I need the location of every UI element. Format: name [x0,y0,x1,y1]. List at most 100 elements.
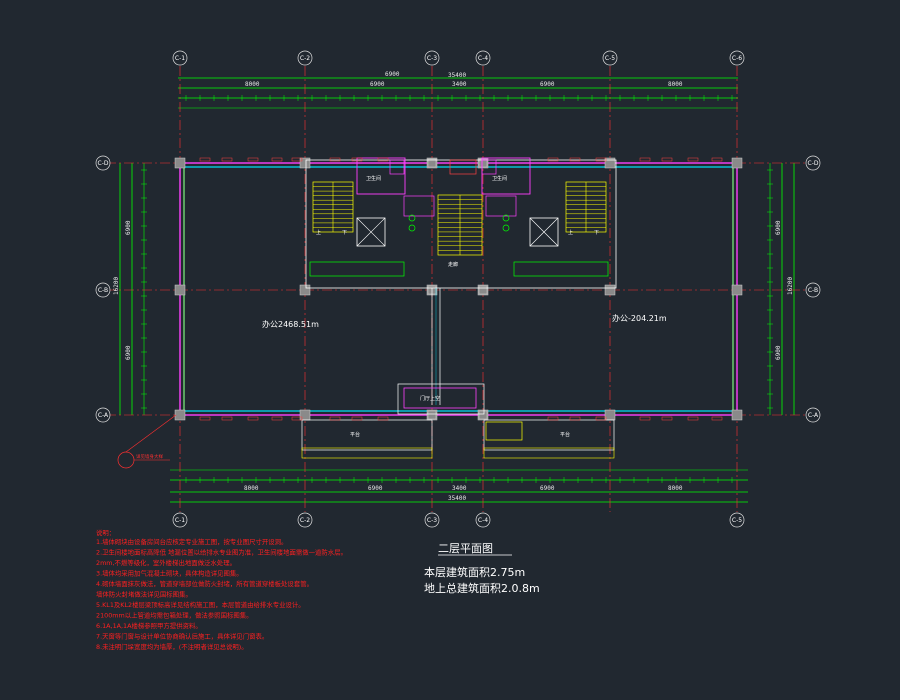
top-dimension-chain [178,77,738,109]
axis-top-2: C-3 [427,55,437,62]
window-tag [547,157,559,162]
bottom-dimension-chain [170,469,748,503]
column [174,409,186,421]
exterior-walls [179,162,738,416]
axis-top-0: C-1 [175,55,185,62]
lobby-label: 门厅上空 [420,395,440,402]
window-tag [569,416,581,421]
window-tag [329,157,341,162]
top-dim-1: 6900 [385,71,400,78]
axis-bottom-2-circle [424,512,440,528]
axis-top-1: C-2 [300,55,310,62]
top-dim-seg2: 3400 [452,81,467,88]
window-tag [247,157,259,162]
note-line: 3.墙体均采用加气混凝土砌块，具体构造详见图集。 [96,569,243,578]
column [174,157,186,169]
entrance-block [301,383,615,459]
axis-right-1: C-B [808,287,818,294]
drawing-title: 二层平面图 [438,542,493,555]
window-tag [547,416,559,421]
stair-left-down: 下 [342,230,347,236]
axis-grid-lines [106,66,806,512]
axis-bottom-4: C-5 [732,517,742,524]
note-line: 1.墙体砌块由设备房间台应核定专业施工图，按专业图尺寸开设洞。 [96,537,287,546]
window-tag [329,416,341,421]
window-tag [595,416,607,421]
window-tag [687,416,699,421]
note-line: 5.KL1及KL2楼层梁顶标高详见结构施工图，本层管道由给排水专业设计。 [96,600,305,609]
notes-heading: 说明： [96,528,115,537]
window-tag [661,157,673,162]
core-block [305,157,617,405]
axis-left-0: C-D [98,160,109,167]
window-tag [271,157,283,162]
axis-top-5: C-6 [732,55,742,62]
top-dim-seg3: 6900 [540,81,555,88]
axis-bottom-2: C-3 [427,517,437,524]
axis-right-0-circle [805,155,821,171]
window-tag [377,157,389,162]
bottom-dim-seg2: 3400 [452,485,467,492]
axis-top-4-circle [602,50,618,66]
floor-area-text: 本层建筑面积2.75m [424,565,525,579]
window-tag [377,416,389,421]
axis-top-5-circle [729,50,745,66]
left-dim-total: 16200 [113,277,120,295]
bottom-dim-seg4: 8000 [668,485,683,492]
note-line: 2mm,不燃等级化，室外楼梯出地面做泛水处理。 [96,558,236,567]
note-line: 2.卫生间楼地面标高降低 地漏位置以给排水专业图为准，卫生间楼地面需做一道防水层… [96,548,347,557]
toilet-right-label: 卫生间 [492,175,507,182]
window-tag [291,416,303,421]
axis-top-1-circle [297,50,313,66]
note-line: 8.未注明门垛宽度均为墙厚，(不注明者详见总说明)。 [96,642,248,651]
total-area-text: 地上总建筑面积2.0.8m [424,581,540,595]
axis-top-3: C-4 [478,55,488,62]
column [427,158,437,168]
window-tag [247,416,259,421]
right-office-area: 办公-204.21m [612,313,667,323]
window-tag [711,416,723,421]
right-dim-total: 16200 [787,277,794,295]
window-tag [351,157,363,162]
column [604,409,616,421]
right-dim-seg0: 6900 [775,220,782,235]
axis-left-1-circle [95,282,111,298]
axis-left-1: C-B [98,287,108,294]
top-dim-seg1: 6900 [370,81,385,88]
column [299,157,311,169]
axis-bottom-1: C-2 [300,517,310,524]
axis-top-4: C-5 [605,55,615,62]
axis-bottom-1-circle [297,512,313,528]
left-dim-seg1: 6900 [125,345,132,360]
column [731,284,743,296]
axis-bottom-0-circle [172,512,188,528]
notes-block: 1.墙体砌块由设备房间台应核定专业施工图，按专业图尺寸开设洞。 2.卫生间楼地面标… [96,537,347,651]
top-dim-0: 8000 [245,81,260,88]
window-tag [291,157,303,162]
column [604,284,616,296]
corridor-label: 走廊 [448,261,458,268]
column [478,285,488,295]
window-tag [221,157,233,162]
window-tag [221,416,233,421]
window-tag [687,157,699,162]
bottom-dim-seg3: 6900 [540,485,555,492]
right-dim-seg1: 6900 [775,345,782,360]
bottom-dim-total: 35400 [448,495,466,502]
axis-top-3-circle [475,50,491,66]
axis-left-2-circle [95,407,111,423]
axis-right-0: C-D [808,160,819,167]
window-tag [199,416,211,421]
note-line: 6.1A,1A,1A楼梯参照甲方提供资料。 [96,621,202,630]
window-tag [711,157,723,162]
note-line: 墙体防火封堵做法详见国标图集。 [96,590,192,599]
column [731,157,743,169]
window-tag [271,416,283,421]
axis-bottom-0: C-1 [175,517,185,524]
window-tag [639,157,651,162]
axis-bottom-3: C-4 [478,517,488,524]
window-tag [595,157,607,162]
